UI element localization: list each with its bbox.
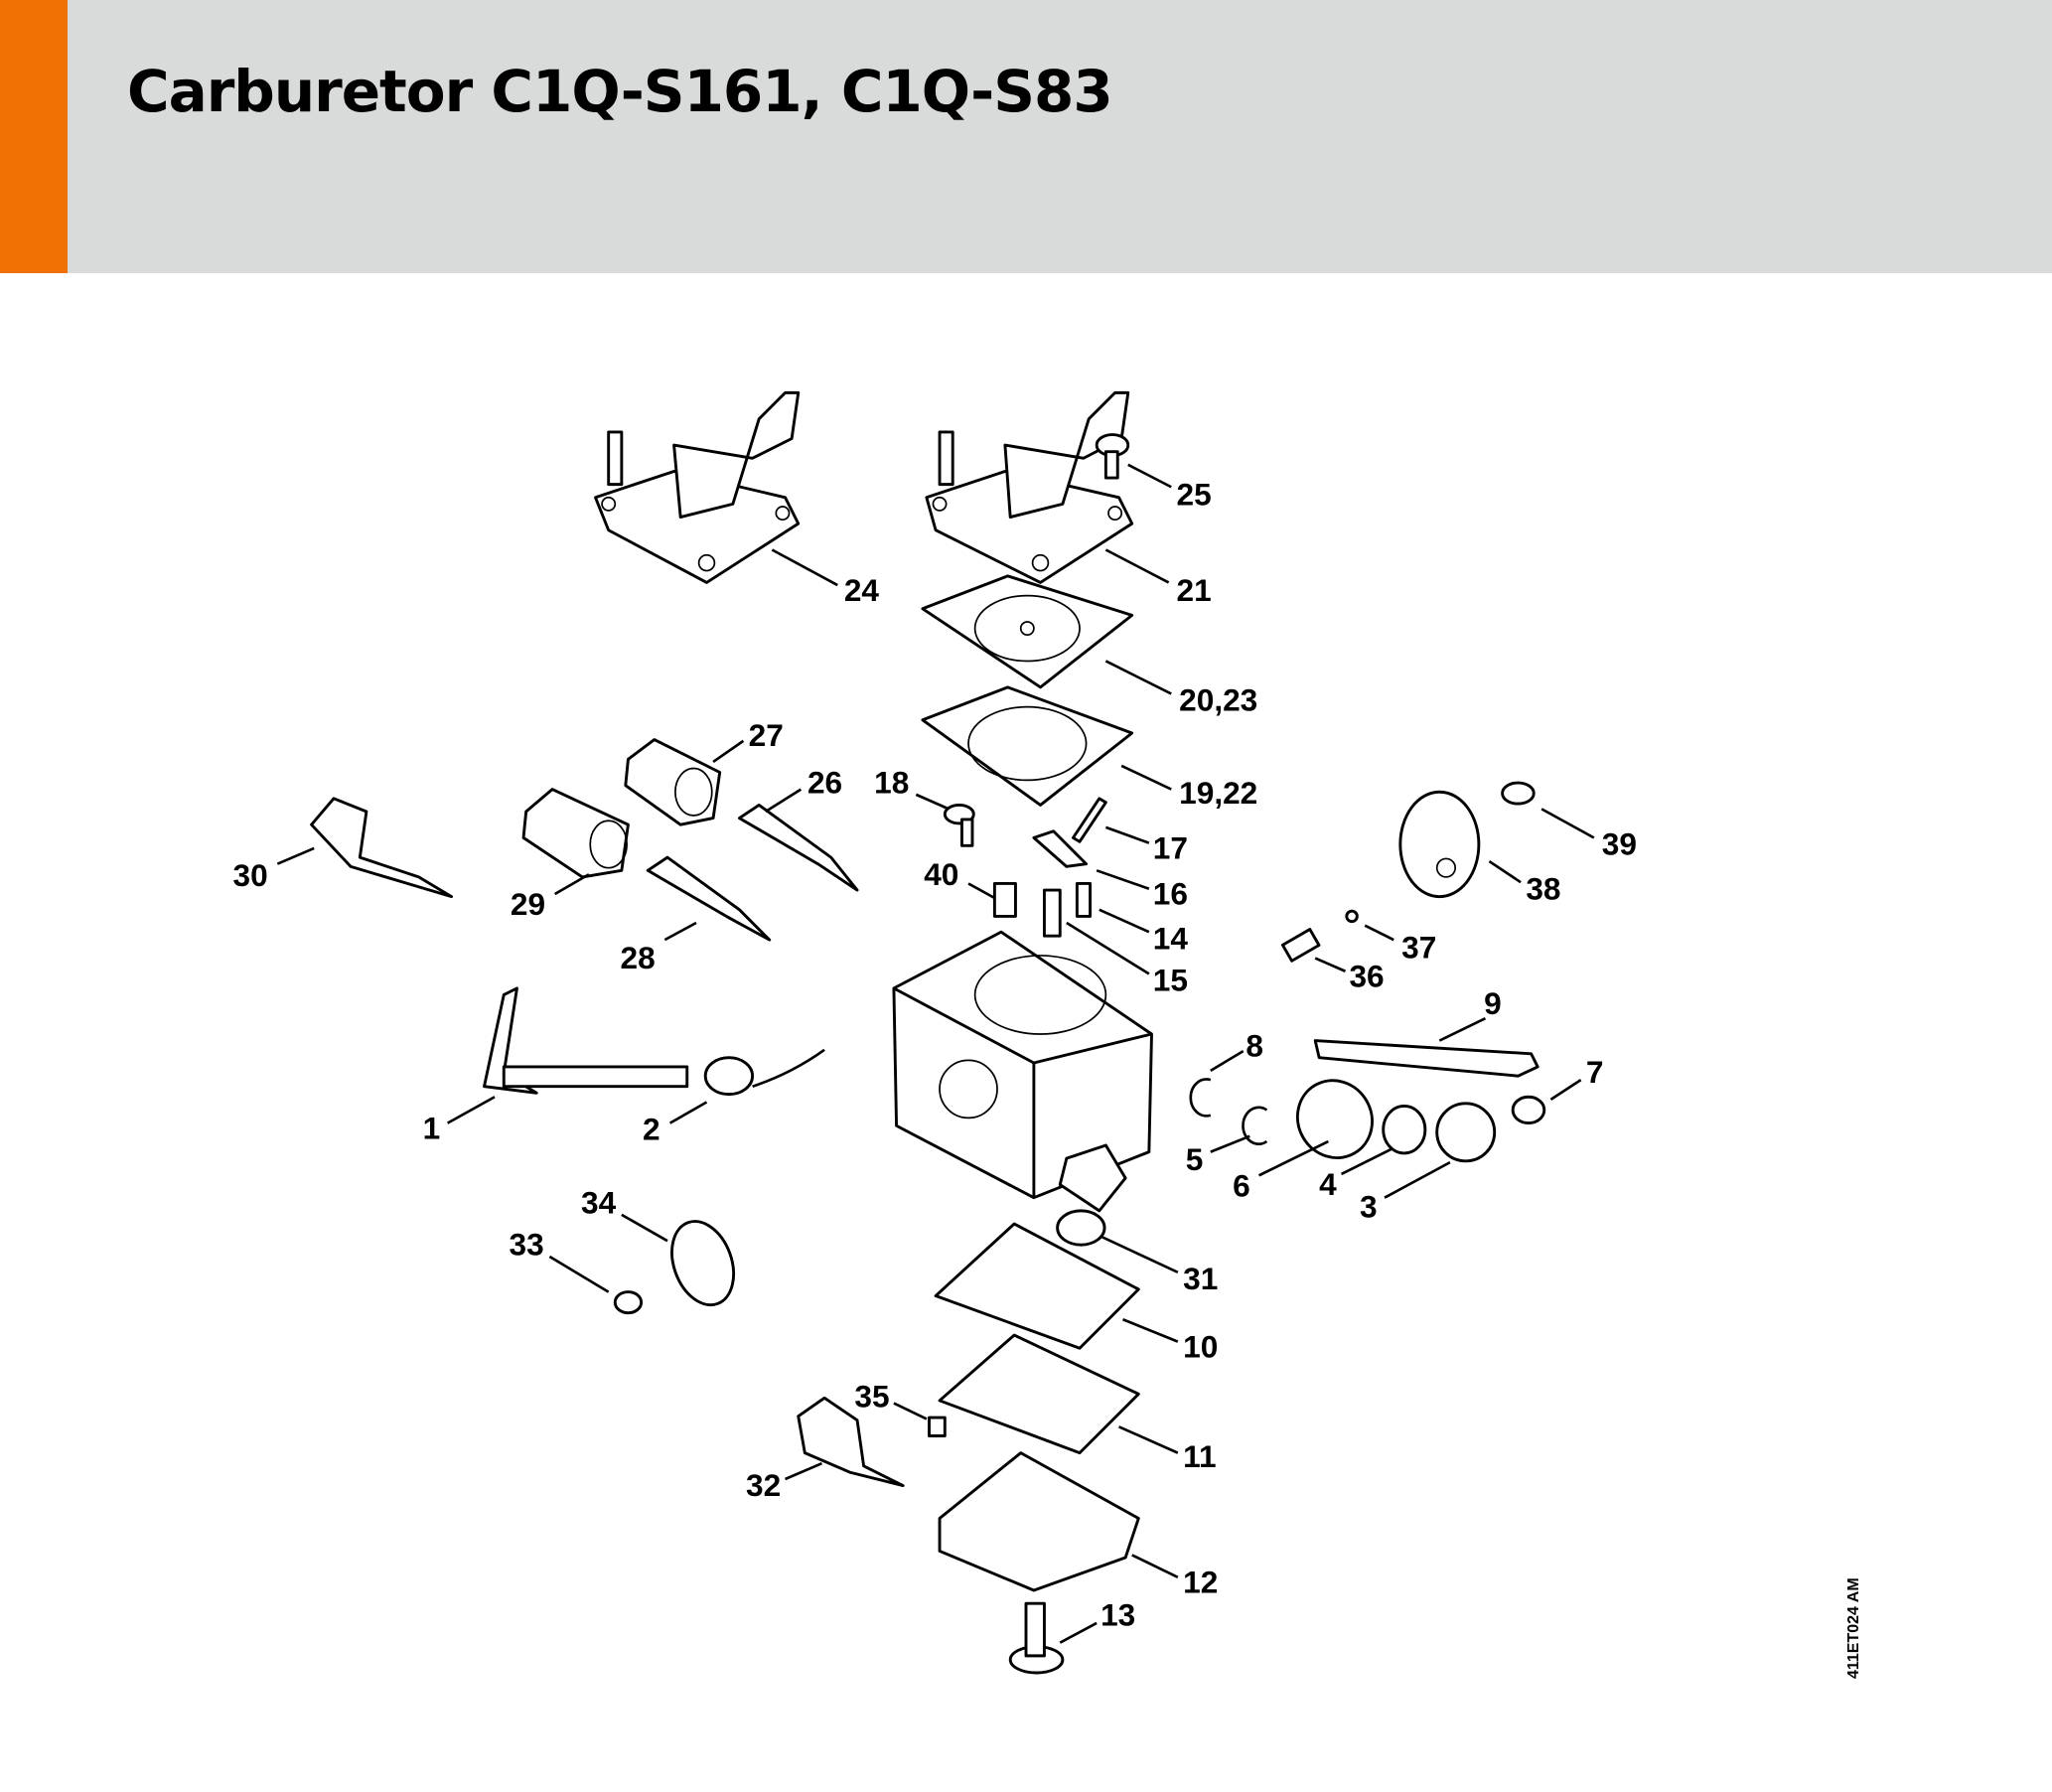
part-13-screw [1008, 1601, 1065, 1675]
part-36-spring [1280, 928, 1321, 963]
callout-10: 10 [1183, 1328, 1218, 1364]
callout-21: 21 [1177, 572, 1212, 608]
callout-40: 40 [924, 856, 958, 892]
part-16-lever [1032, 829, 1089, 868]
part-6-lever [1295, 1079, 1374, 1159]
part-25-screw [1095, 433, 1130, 480]
callout-3: 3 [1360, 1188, 1378, 1224]
part-4-washer [1382, 1105, 1427, 1155]
part-11-gasket [938, 1333, 1140, 1455]
callout-1: 1 [423, 1110, 441, 1145]
part-21-pump-cover [925, 390, 1134, 584]
part-20-23-diaphragm [921, 574, 1134, 689]
callout-18: 18 [874, 765, 909, 801]
callout-30: 30 [233, 857, 268, 893]
callout-12: 12 [1183, 1565, 1218, 1600]
callout-34: 34 [581, 1185, 617, 1221]
callout-11: 11 [1183, 1438, 1216, 1474]
part-12-cover [938, 1451, 1140, 1592]
callout-16: 16 [1153, 876, 1188, 912]
callout-36: 36 [1349, 959, 1384, 994]
callout-25: 25 [1177, 477, 1212, 513]
callout-37: 37 [1401, 930, 1436, 966]
part-26-needle [737, 803, 859, 892]
part-3-knob [1435, 1102, 1497, 1163]
part-31-strainer [1056, 1209, 1106, 1247]
callout-33: 33 [510, 1227, 544, 1263]
part-24-pump-cover [594, 390, 801, 584]
callout-29: 29 [511, 886, 545, 922]
callout-15: 15 [1153, 963, 1188, 998]
callout-24: 24 [844, 572, 880, 608]
part-40-spring [992, 882, 1017, 918]
part-15-spring [1042, 888, 1062, 938]
part-29-cap [521, 788, 630, 879]
callout-9: 9 [1484, 985, 1502, 1021]
callout-26: 26 [807, 765, 842, 801]
callout-27: 27 [749, 717, 784, 753]
callout-14: 14 [1153, 920, 1189, 956]
orange-accent-bar [0, 0, 68, 273]
part-14-needle-valve [1075, 882, 1093, 918]
leader-lines [276, 463, 1595, 1644]
part-33-screw [613, 1290, 644, 1315]
part-1-throttle-shaft [483, 986, 689, 1095]
part-18-screw [943, 803, 975, 847]
part-37-ball [1345, 909, 1359, 924]
callout-38: 38 [1526, 870, 1560, 906]
callout-6: 6 [1233, 1167, 1250, 1203]
part-34-plate [670, 1220, 736, 1307]
callout-13: 13 [1100, 1597, 1135, 1633]
part-27-cap [624, 738, 722, 826]
part-39-screw [1501, 781, 1536, 806]
callout-39: 39 [1602, 825, 1637, 861]
part-10-diaphragm [934, 1222, 1140, 1350]
part-30-needle [310, 797, 454, 899]
carburetor-body [892, 930, 1153, 1213]
part-17-pin [1071, 797, 1107, 843]
callout-4: 4 [1319, 1166, 1337, 1202]
callout-17: 17 [1153, 829, 1188, 865]
part-8-e-clip [1189, 1078, 1212, 1118]
part-28-needle [646, 855, 772, 942]
callout-32: 32 [746, 1467, 781, 1503]
callout-5: 5 [1186, 1141, 1204, 1177]
page-title: Carburetor C1Q-S161, C1Q-S83 [127, 58, 1113, 125]
callout-8: 8 [1246, 1027, 1263, 1063]
drawing-code: 411ET024 AM [1845, 1577, 1862, 1679]
part-19-22-gasket [921, 685, 1134, 807]
part-32-screw [797, 1396, 905, 1488]
part-2-spring [703, 1048, 825, 1097]
header-band [0, 0, 2052, 273]
callout-7: 7 [1586, 1054, 1604, 1090]
part-35-plug [928, 1416, 947, 1437]
part-7-screw [1511, 1095, 1546, 1125]
part-5-e-clip [1242, 1106, 1268, 1145]
callout-31: 31 [1183, 1261, 1218, 1296]
callout-19-22: 19,22 [1179, 775, 1257, 811]
part-9-choke-shaft [1313, 1039, 1539, 1078]
part-38-plate [1398, 790, 1481, 899]
callout-28: 28 [621, 940, 656, 975]
callout-35: 35 [854, 1379, 889, 1415]
callout-20-23: 20,23 [1179, 682, 1257, 718]
callout-2: 2 [643, 1112, 660, 1147]
